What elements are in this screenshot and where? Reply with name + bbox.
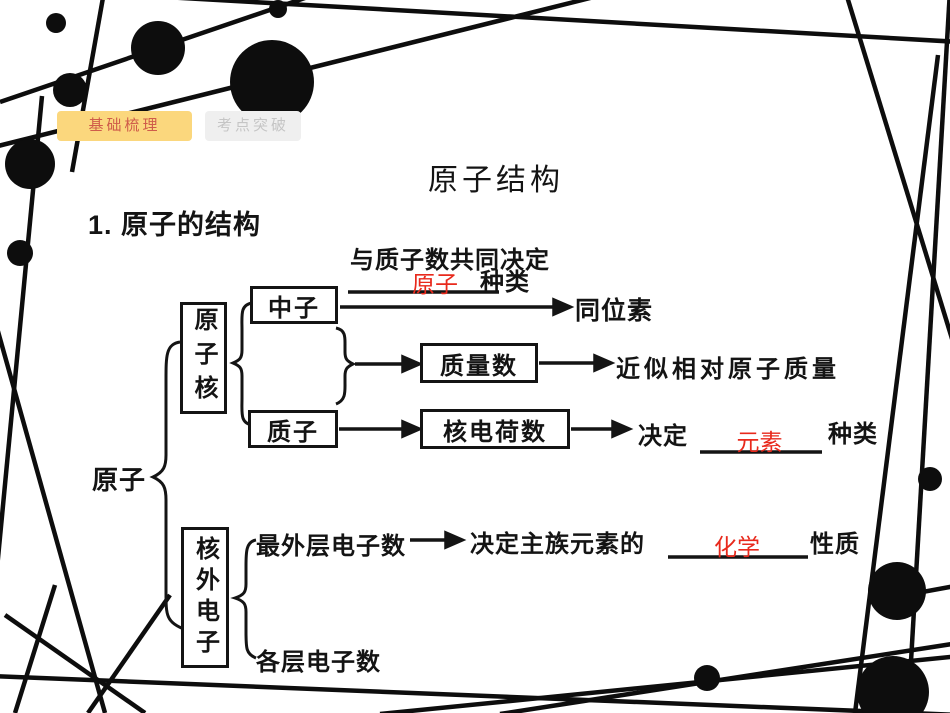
outermost-result-prefix: 决定主族元素的 — [470, 531, 645, 558]
arrow-mass-result — [539, 353, 616, 373]
arrow-charge-decide — [571, 419, 634, 439]
mass-number-result: 近似相对原子质量 — [616, 356, 840, 383]
arrow-proton-charge — [339, 419, 424, 439]
decide-label: 决定 — [638, 423, 688, 450]
brace-electrons — [230, 538, 257, 660]
isotope-label: 同位素 — [575, 297, 654, 325]
blank-fill-chemical: 化学 — [714, 534, 760, 560]
proton-box: 质子 — [248, 410, 338, 448]
tab-basics[interactable]: 基础梳理 — [57, 111, 192, 141]
brace-mass-group — [335, 326, 357, 406]
outermost-label: 最外层电子数 — [256, 533, 406, 560]
blank-fill-atom: 原子 — [412, 271, 458, 297]
tab-exam[interactable]: 考点突破 — [205, 111, 301, 141]
nuclear-charge-box: 核电荷数 — [420, 409, 570, 449]
section-heading: 1. 原子的结构 — [88, 210, 262, 240]
root-label: 原子 — [92, 465, 147, 495]
neutron-box: 中子 — [250, 286, 338, 324]
arrow-group-mass — [355, 354, 424, 374]
neutron-note-suffix: 种类 — [480, 269, 530, 296]
slide-title: 原子结构 — [428, 164, 564, 197]
element-suffix: 种类 — [828, 421, 878, 448]
electrons-box: 核外电子 — [181, 527, 229, 668]
outermost-result-suffix: 性质 — [810, 531, 860, 558]
mass-number-box: 质量数 — [420, 343, 538, 383]
arrow-neutron-isotope — [340, 297, 575, 317]
blank-fill-element: 元素 — [736, 429, 783, 455]
neutron-note: 与质子数共同决定 — [350, 247, 550, 274]
nucleus-box: 原子核 — [180, 302, 227, 414]
layers-label: 各层电子数 — [256, 649, 381, 676]
arrow-outer-decide — [410, 530, 467, 550]
